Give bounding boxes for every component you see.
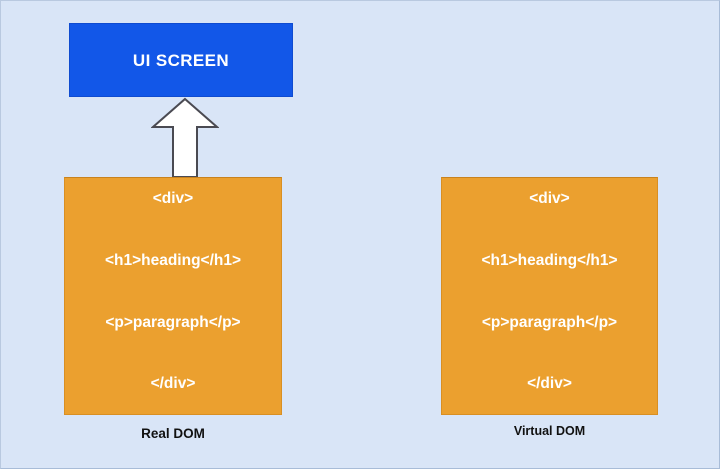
code-line: <p>paragraph</p> bbox=[481, 313, 618, 331]
ui-screen-box: UI SCREEN bbox=[69, 23, 293, 97]
code-line: <h1>heading</h1> bbox=[481, 251, 618, 269]
real-dom-box: <div> <h1>heading</h1> <p>paragraph</p> … bbox=[64, 177, 282, 415]
code-line: </div> bbox=[150, 375, 196, 393]
virtual-dom-code: <div> <h1>heading</h1> <p>paragraph</p> … bbox=[481, 148, 617, 437]
real-dom-code: <div> <h1>heading</h1> <p>paragraph</p> … bbox=[105, 148, 241, 437]
virtual-dom-caption: Virtual DOM bbox=[513, 424, 586, 438]
real-dom-caption: Real DOM bbox=[141, 426, 205, 441]
code-line: <p>paragraph</p> bbox=[105, 313, 241, 331]
code-line: </div> bbox=[527, 375, 572, 393]
code-line: <div> bbox=[152, 189, 194, 207]
virtual-dom-box: <div> <h1>heading</h1> <p>paragraph</p> … bbox=[441, 177, 658, 415]
code-line: <h1>heading</h1> bbox=[104, 251, 242, 269]
ui-screen-label: UI SCREEN bbox=[132, 50, 230, 70]
code-line: <div> bbox=[529, 189, 570, 207]
